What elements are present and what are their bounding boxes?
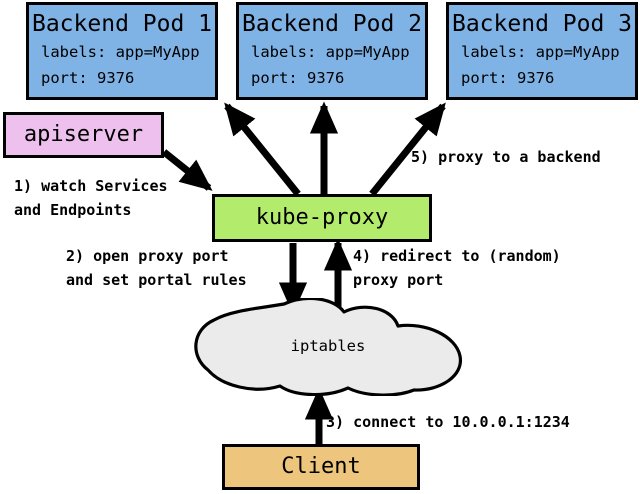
client-box[interactable]: Client <box>222 444 420 490</box>
apiserver-title: apiserver <box>23 122 144 147</box>
step-1-label: 1) watch Services and Endpoints <box>14 177 168 219</box>
backend-pod-2-title: Backend Pod 2 <box>241 11 422 37</box>
edge-apiserver-to-kubeproxy <box>161 149 213 191</box>
client-title: Client <box>281 454 361 479</box>
backend-pod-2-port: port: 9376 <box>251 69 345 87</box>
step-5-label: 5) proxy to a backend <box>411 148 601 166</box>
step-2-label: 2) open proxy port and set portal rules <box>66 247 247 289</box>
apiserver-box[interactable]: apiserver <box>3 112 164 158</box>
backend-pod-3-labels: labels: app=MyApp <box>461 43 620 61</box>
backend-pod-1-title: Backend Pod 1 <box>31 11 212 37</box>
backend-pod-1-port: port: 9376 <box>41 69 135 87</box>
backend-pod-3-title: Backend Pod 3 <box>451 11 632 37</box>
iptables-label: iptables <box>290 337 366 355</box>
edge-kubeproxy-to-pod-3 <box>369 102 446 197</box>
kube-proxy-title: kube-proxy <box>255 205 389 230</box>
backend-pod-3-box[interactable]: Backend Pod 3 labels: app=MyApp port: 93… <box>446 2 638 100</box>
backend-pod-2-labels: labels: app=MyApp <box>251 43 410 61</box>
backend-pod-1-box[interactable]: Backend Pod 1 labels: app=MyApp port: 93… <box>26 2 218 100</box>
step-4-label: 4) redirect to (random) proxy port <box>353 247 561 289</box>
backend-pod-3-port: port: 9376 <box>461 69 555 87</box>
kube-proxy-box[interactable]: kube-proxy <box>212 194 432 242</box>
step-3-label: 3) connect to 10.0.0.1:1234 <box>326 413 570 431</box>
backend-pod-1-labels: labels: app=MyApp <box>41 43 200 61</box>
backend-pod-2-box[interactable]: Backend Pod 2 labels: app=MyApp port: 93… <box>236 2 428 100</box>
edge-kubeproxy-to-pod-1 <box>224 102 301 197</box>
iptables-cloud-shape <box>194 298 462 396</box>
